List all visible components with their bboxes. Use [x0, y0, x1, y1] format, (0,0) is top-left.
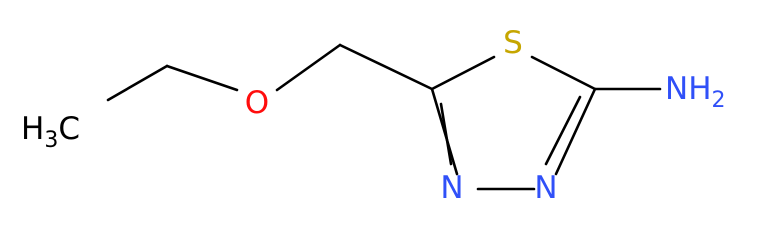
sulfur-label: S	[503, 25, 523, 61]
bond-ch2-c5	[338, 43, 434, 91]
ring-nitrogen-4-label: N	[440, 170, 463, 206]
amine-subscript: 2	[712, 88, 726, 113]
bonds	[106, 43, 662, 191]
bond-c2-n3-double	[544, 95, 582, 166]
oxygen-label: O	[245, 85, 269, 121]
atom-labels: H3C O S NH2 N N	[21, 25, 726, 206]
bond-c2-n3	[554, 87, 597, 176]
methyl-label: H3C	[21, 111, 80, 153]
bond-o-ch2	[275, 43, 342, 92]
amine-symbol: NH	[665, 71, 712, 107]
bond-ch3-ch2	[106, 64, 169, 102]
bond-n4-c5-double	[439, 102, 453, 166]
methyl-subscript: 3	[44, 128, 58, 153]
methyl-tail: C	[58, 111, 80, 147]
amine-label: NH2	[665, 71, 726, 113]
molecule-structure: H3C O S NH2 N N	[21, 25, 726, 206]
bond-ch2-o	[165, 64, 239, 92]
bond-s1-c2	[530, 55, 597, 91]
ring-nitrogen-3-label: N	[534, 170, 557, 206]
methyl-symbol: H	[21, 111, 44, 147]
bond-c5-s1	[430, 55, 496, 91]
